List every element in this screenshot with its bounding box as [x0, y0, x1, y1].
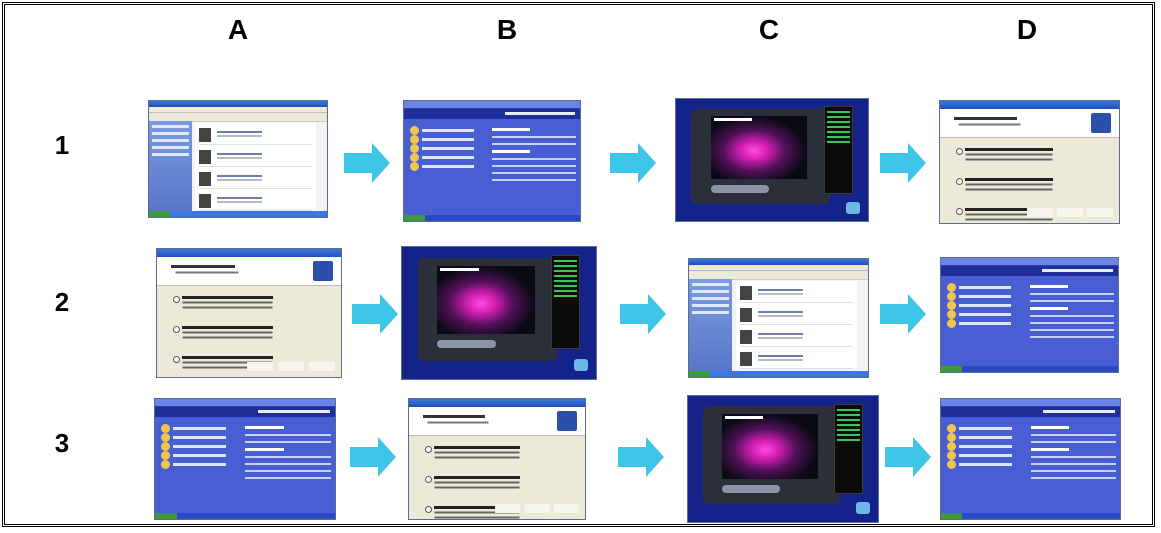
row-label-3: 3 — [54, 428, 70, 458]
column-label-b: B — [496, 14, 518, 45]
screenshot-connection-wizard-window — [408, 398, 586, 520]
right-arrow-icon — [610, 143, 656, 183]
column-label-d: D — [1016, 14, 1038, 45]
right-arrow-icon — [352, 294, 398, 334]
screenshot-explorer-window — [148, 100, 328, 218]
right-arrow-icon — [344, 143, 390, 183]
screenshot-media-player-window — [401, 246, 597, 380]
diagram-frame — [2, 2, 1155, 527]
screenshot-explorer-window — [688, 258, 869, 378]
right-arrow-icon — [618, 437, 664, 477]
right-arrow-icon — [350, 437, 396, 477]
screenshot-connection-wizard-window — [156, 248, 342, 378]
screenshot-help-center-window — [940, 398, 1121, 520]
right-arrow-icon — [880, 294, 926, 334]
row-label-2: 2 — [54, 287, 70, 317]
media-player-logo-icon — [574, 359, 589, 372]
screenshot-media-player-window — [687, 395, 879, 523]
screenshot-help-center-window — [403, 100, 581, 222]
right-arrow-icon — [620, 294, 666, 334]
column-label-a: A — [227, 14, 249, 45]
right-arrow-icon — [885, 437, 931, 477]
row-label-1: 1 — [54, 130, 70, 160]
media-player-logo-icon — [856, 502, 871, 515]
right-arrow-icon — [880, 143, 926, 183]
screenshot-help-center-window — [940, 257, 1119, 373]
screenshot-media-player-window — [675, 98, 869, 222]
screenshot-help-center-window — [154, 398, 336, 520]
column-label-c: C — [758, 14, 780, 45]
media-player-logo-icon — [846, 201, 861, 214]
screenshot-connection-wizard-window — [939, 100, 1120, 224]
